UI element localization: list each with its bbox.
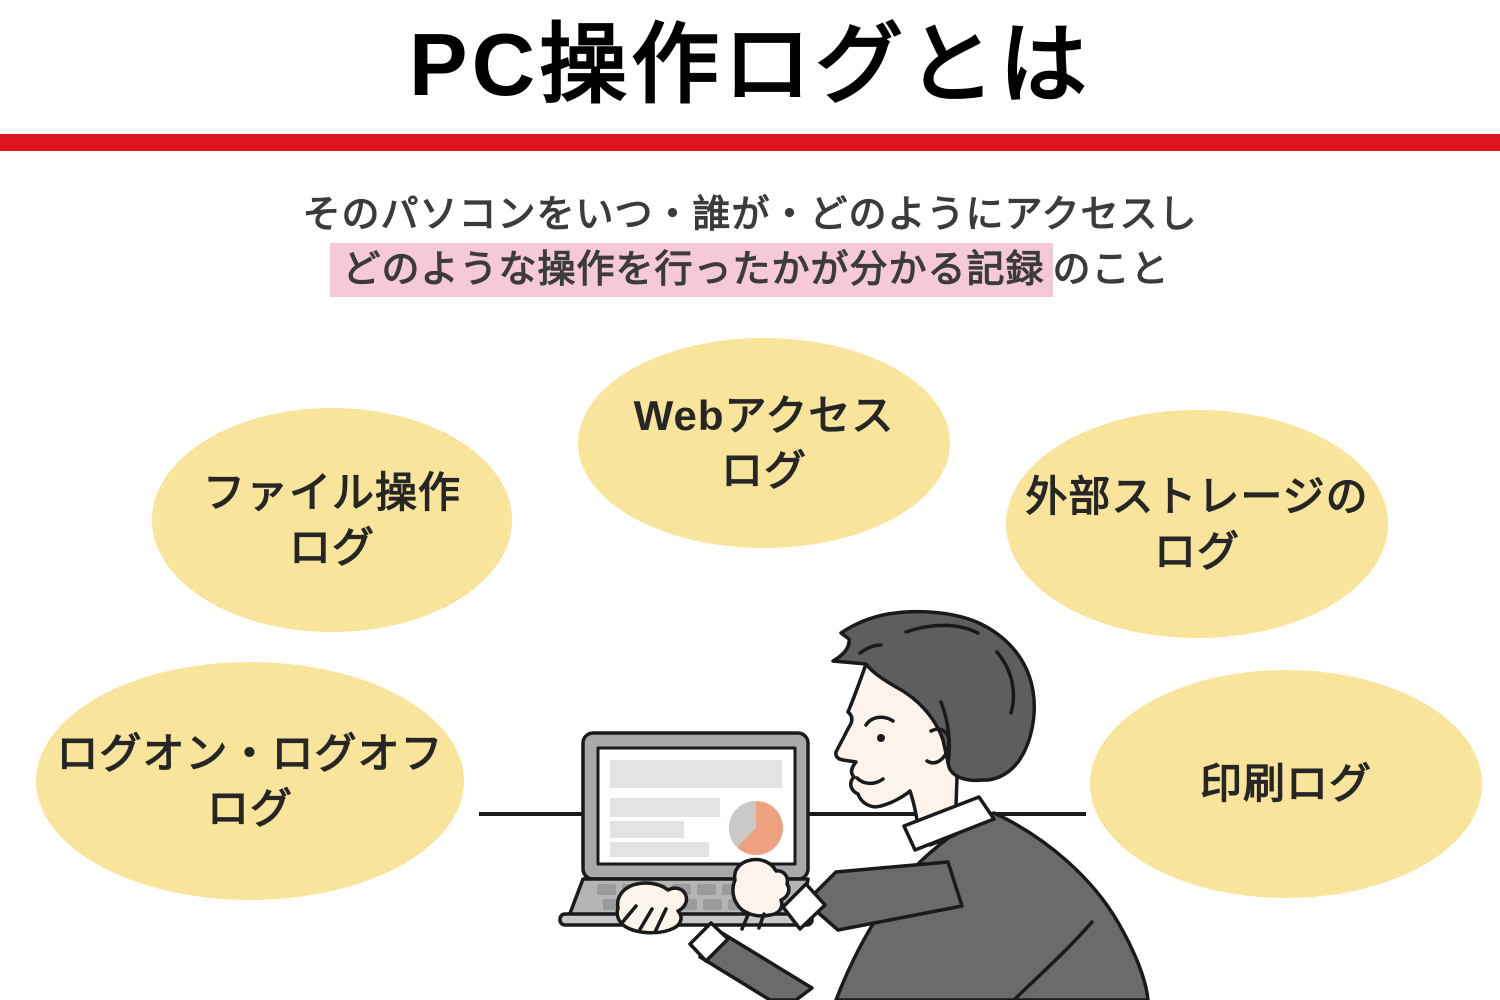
right-upper-sleeve: [804, 860, 964, 932]
subtitle-line-2: どのような操作を行ったかが分かる記録のこと: [0, 243, 1500, 298]
eye: [877, 734, 885, 742]
hair-stroke: [858, 643, 883, 655]
smile: [855, 776, 885, 786]
title-divider: [0, 134, 1500, 151]
log-type-bubble-logon-logoff: ログオン・ログオフ ログ: [36, 662, 464, 900]
log-type-label: 外部ストレージの ログ: [1025, 472, 1369, 575]
hair: [831, 609, 1036, 783]
right-cuff: [781, 882, 827, 931]
subtitle: そのパソコンをいつ・誰が・どのようにアクセスし どのような操作を行ったかが分かる…: [0, 188, 1500, 298]
pie-chart: [729, 801, 783, 855]
subtitle-line-2-rest: のこと: [1052, 249, 1170, 291]
eyebrow: [864, 715, 895, 727]
page-title: PC操作ログとは: [408, 15, 1092, 114]
finger-line: [757, 912, 766, 930]
suit-crease: [1012, 920, 1094, 1000]
right-hand: [731, 857, 791, 918]
subtitle-line-1: そのパソコンをいつ・誰が・どのようにアクセスし: [302, 194, 1198, 236]
log-type-bubble-external-storage: 外部ストレージの ログ: [1006, 410, 1388, 638]
finger-line: [619, 904, 638, 926]
log-type-bubble-print: 印刷ログ: [1090, 670, 1482, 898]
businessman-figure: [831, 609, 1150, 1000]
left-cuff: [688, 921, 730, 963]
businessman-laptop-illustration: [479, 609, 1150, 1000]
subtitle-highlight: どのような操作を行ったかが分かる記録: [330, 243, 1053, 297]
ear: [925, 727, 951, 765]
arms-and-hands: [615, 857, 964, 1000]
hair-stroke: [904, 623, 980, 635]
log-type-label: Webアクセス ログ: [633, 391, 895, 494]
finger-line: [740, 913, 750, 931]
log-type-bubble-web-access: Webアクセス ログ: [578, 338, 950, 548]
shirt-collar: [902, 795, 996, 852]
finger-line: [653, 907, 668, 934]
log-type-label: ファイル操作 ログ: [202, 468, 461, 571]
log-type-bubble-file-operation: ファイル操作 ログ: [152, 408, 512, 632]
log-type-label: ログオン・ログオフ ログ: [56, 729, 444, 832]
screen-text-bars: [610, 760, 782, 857]
finger-line: [637, 907, 654, 933]
log-type-label: 印刷ログ: [1199, 760, 1372, 808]
hair-stroke: [995, 650, 1016, 715]
